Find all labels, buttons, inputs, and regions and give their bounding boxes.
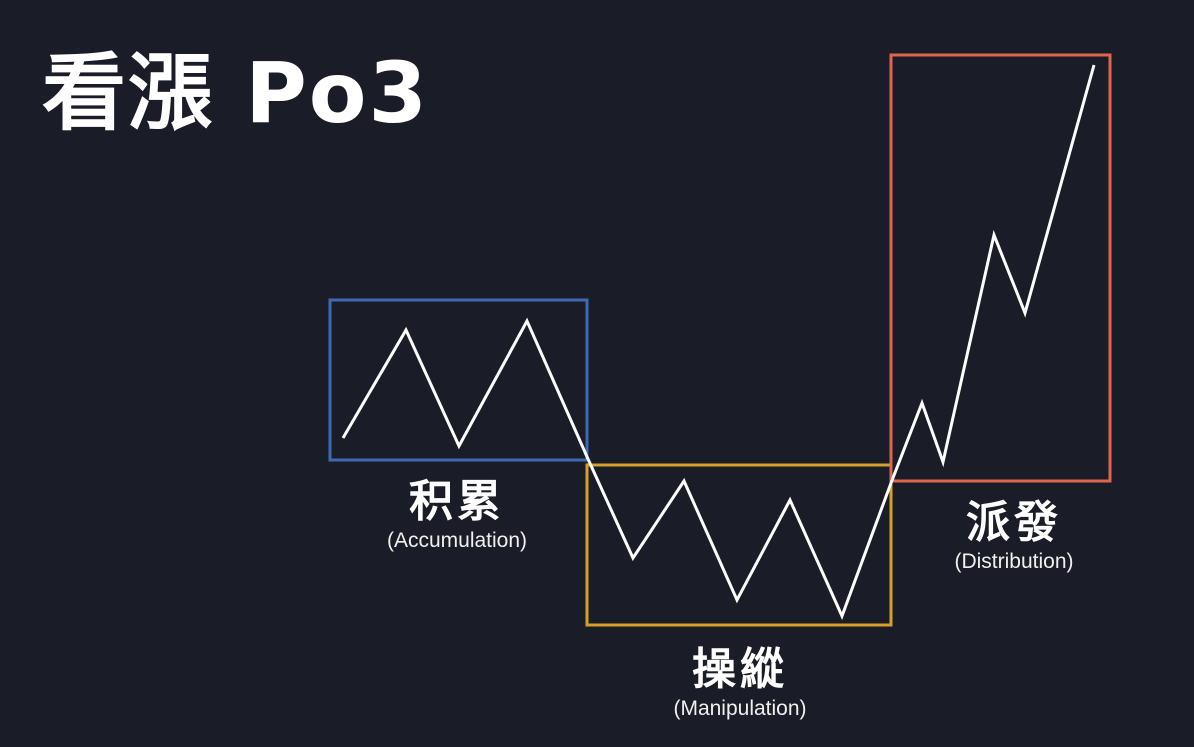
page-title: 看漲 Po3 [42, 44, 429, 142]
manipulation-price-line [586, 458, 893, 620]
manipulation-box [585, 463, 893, 627]
distribution-label: 派發 (Distribution) [954, 497, 1073, 575]
distribution-price-line [889, 64, 1096, 484]
distribution-box [889, 53, 1112, 483]
accumulation-label-cjk: 积累 [409, 476, 505, 527]
distribution-label-cjk: 派發 [966, 497, 1062, 548]
manipulation-label: 操縱 (Manipulation) [673, 644, 806, 722]
manipulation-label-en: (Manipulation) [673, 697, 807, 720]
accumulation-box [328, 298, 589, 462]
accumulation-price-line [341, 317, 590, 460]
distribution-label-en: (Distribution) [954, 550, 1074, 573]
accumulation-label: 积累 (Accumulation) [387, 476, 527, 554]
manipulation-label-cjk: 操縱 [691, 644, 788, 695]
accumulation-label-en: (Accumulation) [386, 529, 528, 552]
